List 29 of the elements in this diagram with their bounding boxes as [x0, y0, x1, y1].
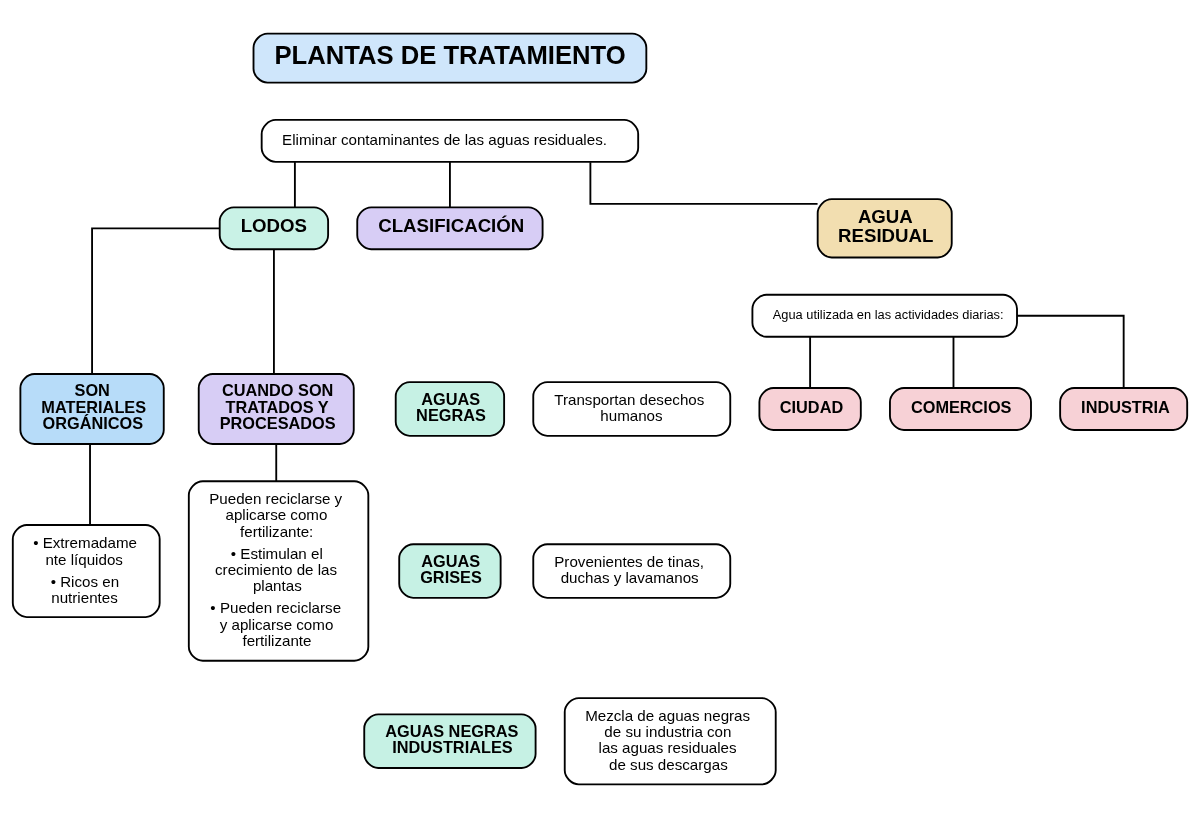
node-box: INDUSTRIA: [1059, 387, 1189, 431]
node-box: Agua utilizada en las actividades diarias:: [751, 293, 1018, 338]
connector: [275, 443, 278, 483]
connector: [89, 443, 91, 526]
connector: [1016, 314, 1125, 389]
connector: [589, 161, 819, 205]
node-box: AGUAS NEGRAS: [394, 381, 506, 437]
connector: [272, 248, 275, 375]
node-box: AGUA RESIDUAL: [816, 198, 953, 259]
connector: [293, 161, 296, 208]
connector: [809, 335, 812, 389]
node-box: Mezcla de aguas negras de su industria con las aguas residuales de sus descargas: [563, 697, 777, 786]
node-box: Provenientes de tinas, duchas y lavamanos: [532, 543, 732, 599]
connector: [952, 335, 955, 389]
node-box: SON MATERIALES ORGÁNICOS: [19, 373, 165, 445]
connector: [449, 161, 451, 208]
node-box: Pueden reciclarse y aplicarse como fertilizante: • Estimulan el crecimiento de las plantas • Pueden reciclarse y aplicarse como fertilizante: [187, 480, 370, 662]
connector: [91, 227, 221, 375]
node-box: AGUAS NEGRAS INDUSTRIALES: [363, 713, 537, 769]
node-box: Transportan desechos humanos: [532, 381, 732, 437]
node-box: CUANDO SON TRATADOS Y PROCESADOS: [197, 373, 355, 445]
node-box: Eliminar contaminantes de las aguas residuales.: [260, 119, 640, 163]
node-box: LODOS: [218, 206, 330, 251]
node-box: • Extremadame nte líquidos • Ricos en nutrientes: [11, 524, 161, 618]
node-box: CIUDAD: [758, 387, 862, 431]
node-box: PLANTAS DE TRATAMIENTO: [252, 32, 648, 84]
node-box: AGUAS GRISES: [398, 543, 502, 599]
node-box: COMERCIOS: [889, 387, 1032, 431]
node-box: CLASIFICACIÓN: [356, 206, 544, 251]
